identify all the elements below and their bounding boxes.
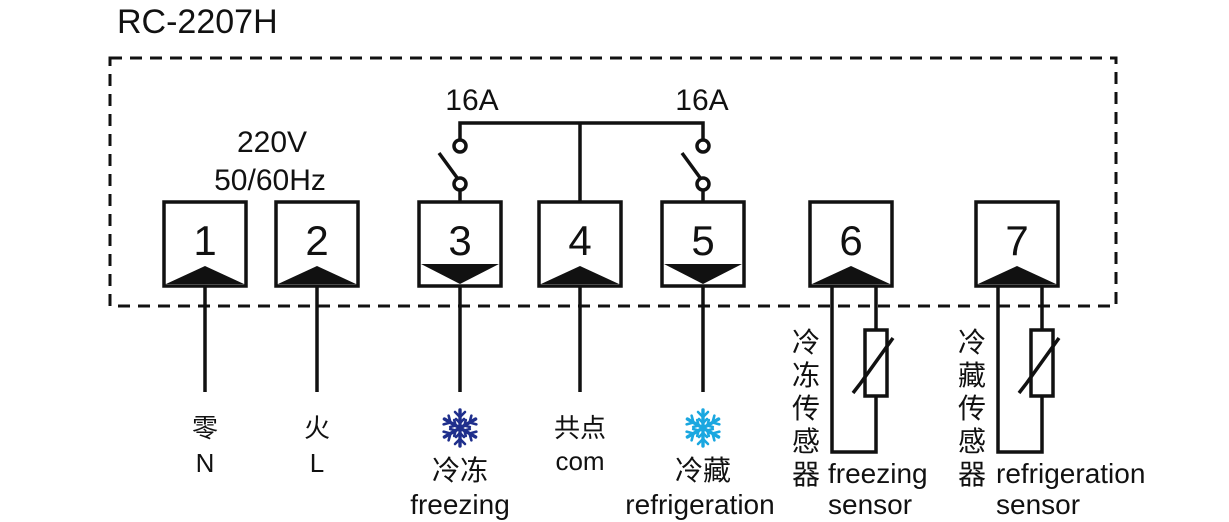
voltage-label: 220V <box>237 126 307 159</box>
terminal-3-number: 3 <box>448 217 471 264</box>
freezing-sensor-label-en-2: sensor <box>828 489 912 520</box>
terminal-5-number: 5 <box>691 217 714 264</box>
relay-rating-right: 16A <box>675 84 728 117</box>
refrigeration-label-en: refrigeration <box>625 489 774 520</box>
refrigeration-sensor-label-cn: 冷 藏 传 感 器 <box>958 326 986 491</box>
terminal-1-number: 1 <box>193 217 216 264</box>
terminal-7-number: 7 <box>1005 217 1028 264</box>
controller-enclosure <box>108 56 1118 308</box>
terminal-2-number: 2 <box>305 217 328 264</box>
terminal-2: 2 <box>274 200 360 288</box>
snowflake-icon <box>444 410 477 446</box>
snowflake-icon <box>687 410 720 446</box>
svg-text:感: 感 <box>792 425 820 458</box>
freezing-label-en: freezing <box>410 489 510 520</box>
terminal-5: 5 <box>660 200 746 288</box>
relay-rating-left: 16A <box>445 84 498 117</box>
svg-text:传: 传 <box>958 392 986 425</box>
relay-switch-refrigeration <box>680 138 711 202</box>
common-label-en: com <box>555 446 604 476</box>
svg-text:器: 器 <box>792 458 820 491</box>
relay-common-bus <box>458 121 705 202</box>
terminal-6-number: 6 <box>839 217 862 264</box>
neutral-label-cn: 零 <box>192 414 218 444</box>
svg-text:器: 器 <box>958 458 986 491</box>
svg-text:感: 感 <box>958 425 986 458</box>
model-title: RC-2207H <box>117 3 278 41</box>
freezing-sensor-label-cn: 冷 冻 传 感 器 <box>792 326 820 491</box>
svg-text:冷: 冷 <box>792 326 820 359</box>
refrigeration-sensor <box>996 286 1061 454</box>
common-label-cn: 共点 <box>554 414 606 444</box>
freezing-sensor-label-en-1: freezing <box>828 458 928 489</box>
relay-switch-freezing <box>437 138 468 202</box>
freezing-label-cn: 冷冻 <box>432 454 488 487</box>
terminal-6: 6 <box>808 200 894 288</box>
svg-text:冷: 冷 <box>958 326 986 359</box>
terminal-3: 3 <box>417 200 503 288</box>
terminal-4-number: 4 <box>568 217 591 264</box>
refrigeration-label-cn: 冷藏 <box>675 454 731 487</box>
svg-text:藏: 藏 <box>958 359 986 392</box>
terminal-7: 7 <box>974 200 1060 288</box>
refrigeration-sensor-label-en-1: refrigeration <box>996 458 1145 489</box>
freezing-sensor <box>830 286 895 454</box>
live-label-cn: 火 <box>304 414 330 444</box>
neutral-label-en: N <box>196 448 215 478</box>
svg-text:冻: 冻 <box>792 359 820 392</box>
terminal-1: 1 <box>162 200 248 288</box>
svg-text:传: 传 <box>792 392 820 425</box>
frequency-label: 50/60Hz <box>214 164 326 197</box>
refrigeration-sensor-label-en-2: sensor <box>996 489 1080 520</box>
live-label-en: L <box>310 448 324 478</box>
terminal-4: 4 <box>537 200 623 288</box>
